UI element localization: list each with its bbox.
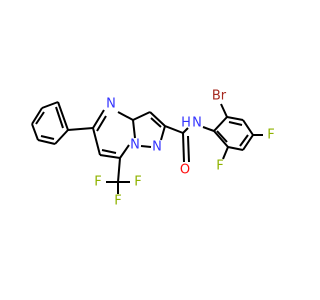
bond bbox=[67, 127, 94, 131]
bond bbox=[242, 119, 254, 136]
atom-br: Br bbox=[212, 89, 227, 104]
atom-f-cf3-left: F bbox=[94, 175, 101, 190]
atom-n-ring-top: N bbox=[106, 97, 116, 112]
bond bbox=[182, 127, 189, 134]
bond bbox=[35, 111, 45, 125]
bond bbox=[132, 119, 136, 139]
atom-o-carbonyl: O bbox=[180, 163, 190, 178]
bond bbox=[119, 144, 130, 159]
bond bbox=[92, 127, 101, 156]
bond bbox=[92, 109, 105, 129]
atom-f-cf3-right: F bbox=[134, 175, 141, 190]
atom-n-ring-bridge: N bbox=[130, 138, 140, 153]
bond bbox=[150, 117, 162, 128]
bond bbox=[37, 139, 56, 145]
bond bbox=[213, 116, 228, 132]
bond bbox=[213, 130, 229, 148]
bond bbox=[57, 101, 69, 131]
bond bbox=[99, 154, 121, 159]
atom-f-para: F bbox=[267, 128, 274, 143]
bond bbox=[101, 149, 117, 154]
bond bbox=[40, 135, 55, 140]
bond bbox=[182, 132, 185, 163]
atom-nh-amide: N bbox=[192, 116, 202, 131]
bond bbox=[220, 103, 228, 118]
bond bbox=[31, 107, 43, 125]
bond bbox=[54, 129, 69, 145]
atom-f-ortho: F bbox=[216, 159, 223, 174]
bond bbox=[187, 135, 190, 163]
atom-labels: N N N N H O Br F F F F F bbox=[94, 89, 274, 209]
bond bbox=[228, 121, 243, 126]
bond bbox=[117, 157, 121, 183]
atom-n-ring-pyrazole: N bbox=[152, 140, 162, 155]
atom-h-amide: H bbox=[181, 116, 191, 131]
bond bbox=[202, 126, 215, 132]
bond bbox=[227, 146, 244, 151]
bond bbox=[96, 115, 107, 132]
molecule-structure: N N N N H O Br F F F F F bbox=[31, 89, 275, 209]
molecule-diagram: N N N N H O Br F F F F F bbox=[31, 89, 275, 209]
bond bbox=[41, 101, 59, 109]
bond bbox=[242, 134, 254, 151]
bond bbox=[55, 106, 64, 129]
bond bbox=[160, 125, 166, 141]
bond bbox=[149, 111, 166, 127]
bond bbox=[132, 111, 151, 121]
bonds bbox=[31, 101, 263, 194]
bond bbox=[31, 123, 39, 141]
bond bbox=[117, 111, 134, 121]
bond bbox=[239, 134, 249, 147]
bond bbox=[222, 146, 229, 160]
bond bbox=[226, 116, 244, 121]
atom-f-cf3-bottom: F bbox=[114, 194, 121, 209]
bond bbox=[164, 125, 184, 134]
bond bbox=[216, 130, 228, 143]
bond bbox=[140, 145, 152, 148]
